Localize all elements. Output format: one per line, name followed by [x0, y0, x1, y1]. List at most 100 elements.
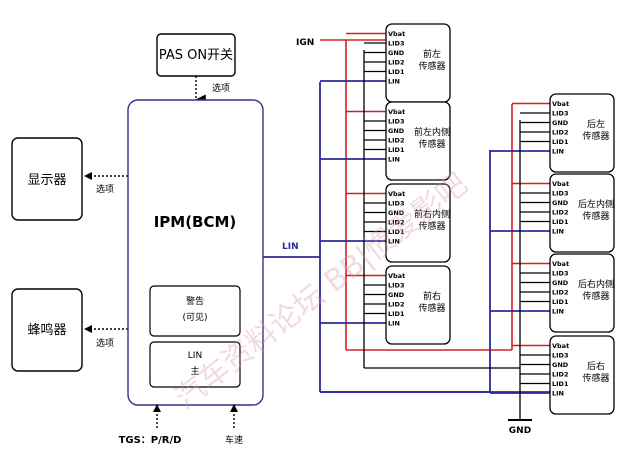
sensor-pin-lin: LIN: [388, 78, 400, 86]
sensor-pin-lid2: LID2: [388, 301, 404, 309]
sensor-name-line1: 前右: [423, 290, 441, 302]
sensor-name-line1: 前左: [423, 48, 441, 60]
ipm-box: IPM(BCM) 警告 (可见) LIN 主: [127, 99, 264, 406]
sensor-pin-vbat: Vbat: [552, 180, 569, 188]
sensor-pin-lid2: LID2: [552, 209, 568, 217]
sensor-pin-vbat: Vbat: [552, 260, 569, 268]
sensor-pin-gnd: GND: [388, 209, 405, 217]
sensor-name-line1: 前右内侧: [414, 208, 450, 220]
warning-line1: 警告: [186, 295, 204, 307]
sensor-pin-lid3: LID3: [388, 282, 404, 290]
sensor-pin-lid2: LID2: [552, 371, 568, 379]
sensor-name-line1: 后右内侧: [578, 278, 614, 290]
sensor-pin-lin: LIN: [552, 148, 564, 156]
pas-switch-label: PAS ON开关: [159, 48, 233, 63]
sensor-pin-gnd: GND: [552, 361, 569, 369]
sensor-pin-lid1: LID1: [552, 298, 569, 306]
pas-option-label: 选项: [212, 82, 230, 94]
sensor-name-line2: 传感器: [418, 138, 445, 150]
sensor-name-line1: 后左内侧: [578, 198, 614, 210]
sensor-pin-lid2: LID2: [388, 59, 404, 67]
sensor-pin-lid1: LID1: [552, 138, 569, 146]
sensor-box: [549, 93, 615, 173]
sensor-pin-lid1: LID1: [552, 380, 569, 388]
sensor-pin-lin: LIN: [552, 308, 564, 316]
sensor-pin-vbat: Vbat: [388, 190, 405, 198]
display-arrow-head: [84, 172, 92, 180]
sensor-pin-lid2: LID2: [552, 289, 568, 297]
speed-label: 车速: [225, 434, 243, 446]
sensor-pin-lid3: LID3: [552, 270, 568, 278]
pas-switch: PAS ON开关: [156, 33, 236, 77]
sensor-pin-gnd: GND: [552, 279, 569, 287]
sensor-pin-lin: LIN: [388, 238, 400, 246]
lin-label: LIN: [282, 242, 299, 252]
sensor-name-line2: 传感器: [418, 60, 445, 72]
sensor-pin-lin: LIN: [388, 320, 400, 328]
sensor-name-line1: 后右: [587, 360, 605, 372]
tgs-arrow-head: [153, 404, 161, 412]
sensor-pin-lid2: LID2: [388, 219, 404, 227]
sensor-box: [549, 173, 615, 253]
sensor-pin-lid3: LID3: [388, 118, 404, 126]
ipm-title: IPM(BCM): [154, 213, 237, 231]
sensor-pin-lid2: LID2: [388, 137, 404, 145]
sensor-name-line2: 传感器: [582, 130, 609, 142]
sensor-pin-lid1: LID1: [388, 68, 405, 76]
buzzer-label: 蜂鸣器: [27, 322, 66, 338]
sensor-box: [385, 101, 451, 181]
sensor-pin-gnd: GND: [552, 119, 569, 127]
sensor-box: [385, 183, 451, 263]
sensor-name-line2: 传感器: [582, 372, 609, 384]
sensor-name-line1: 前左内侧: [414, 126, 450, 138]
sensor-pin-vbat: Vbat: [552, 342, 569, 350]
sensor-name-line2: 传感器: [582, 290, 609, 302]
sensor-pin-gnd: GND: [388, 291, 405, 299]
warning-line2: (可见): [182, 312, 207, 323]
sensor-name-line1: 后左: [587, 118, 605, 130]
lin-master-line2: 主: [190, 365, 199, 377]
sensor-pin-lid3: LID3: [388, 200, 404, 208]
sensor-name-line2: 传感器: [418, 220, 445, 232]
sensor-pin-lid3: LID3: [388, 40, 404, 48]
sensor-box: [549, 253, 615, 333]
sensor-pin-lid3: LID3: [552, 190, 568, 198]
sensor-pin-gnd: GND: [388, 49, 405, 57]
sensor-pin-vbat: Vbat: [388, 108, 405, 116]
sensor-name-line2: 传感器: [418, 302, 445, 314]
sensor-pin-lid1: LID1: [388, 146, 405, 154]
sensor-box: [549, 335, 615, 415]
sensors: VbatLID3GNDLID2LID1LIN前左传感器VbatLID3GNDLI…: [385, 23, 615, 415]
sensor-pin-lid1: LID1: [388, 310, 405, 318]
wires: [263, 32, 550, 421]
tgs-label: TGS：P/R/D: [119, 435, 182, 446]
buzzer-option-label: 选项: [96, 337, 114, 349]
speed-arrow-head: [230, 404, 238, 412]
sensor-pin-vbat: Vbat: [388, 272, 405, 280]
buzzer-box: 蜂鸣器: [11, 288, 83, 372]
sensor-pin-lin: LIN: [552, 228, 564, 236]
sensor-pin-vbat: Vbat: [552, 100, 569, 108]
sensor-box: [385, 265, 451, 345]
display-box: 显示器: [11, 137, 83, 221]
sensor-pin-lid2: LID2: [552, 129, 568, 137]
display-label: 显示器: [27, 173, 66, 188]
sensor-pin-gnd: GND: [388, 127, 405, 135]
sensor-name-line2: 传感器: [582, 210, 609, 222]
lin-master-line1: LIN: [188, 351, 202, 361]
warning-box: [149, 285, 241, 337]
sensor-pin-lid1: LID1: [552, 218, 569, 226]
sensor-pin-vbat: Vbat: [388, 30, 405, 38]
gnd-label: GND: [509, 426, 531, 436]
display-option-label: 选项: [96, 183, 114, 195]
sensor-pin-lin: LIN: [552, 390, 564, 398]
